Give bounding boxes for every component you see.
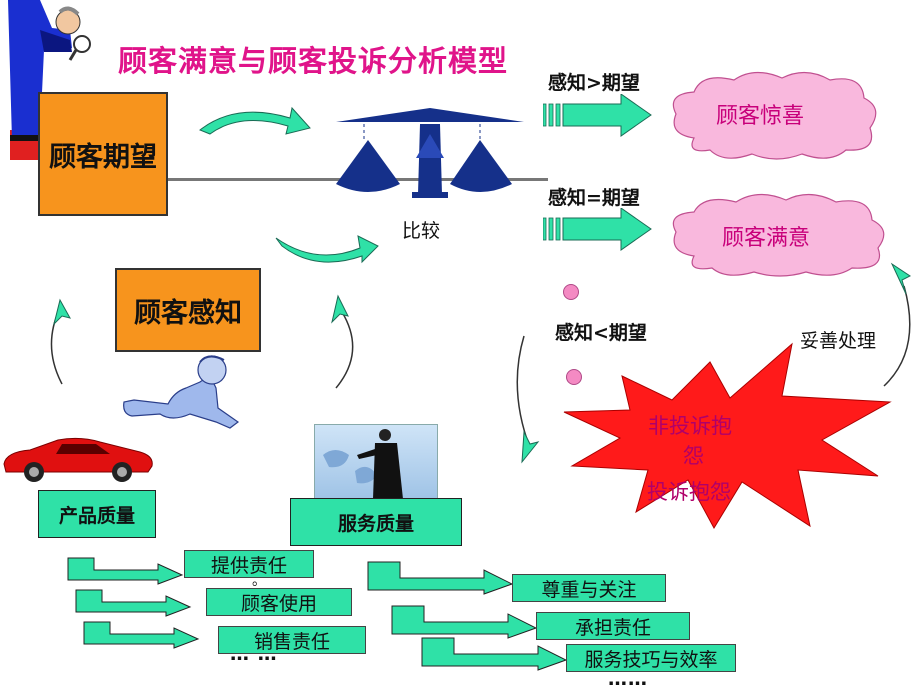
elbow-arrow-icon: [67, 557, 184, 585]
curved-arrow-icon: [199, 106, 311, 135]
striped-arrow-icon: [543, 208, 652, 251]
condition-equal-label: 感知=期望: [548, 187, 640, 209]
elbow-arrow-icon: [367, 561, 514, 595]
burst-text-line3: 投诉抱怨: [647, 480, 731, 504]
customer-delight-text: 顾客惊喜: [716, 104, 805, 129]
customer-perception-box: 顾客感知: [115, 268, 261, 352]
cloud-satisfied-icon: [672, 193, 885, 277]
elbow-arrow-icon: [421, 637, 568, 671]
bullet-dot: [566, 369, 582, 385]
curved-arrow-icon: [275, 235, 379, 264]
condition-greater-label: 感知>期望: [548, 72, 640, 94]
burst-text-line1: 非投诉抱: [648, 414, 732, 438]
curved-arrow-icon: [331, 294, 354, 389]
customer-expectation-box: 顾客期望: [38, 92, 168, 216]
compare-label: 比较: [402, 220, 441, 242]
elbow-arrow-icon: [75, 589, 192, 617]
product-item-dot: 。: [252, 573, 266, 589]
diagram-title: 顾客满意与顾客投诉分析模型: [118, 44, 509, 78]
service-ellipsis: ……: [608, 668, 648, 690]
product-item-usage: 顾客使用: [206, 588, 352, 616]
elbow-arrow-icon: [391, 605, 538, 639]
bullet-dot: [563, 284, 579, 300]
curved-arrow-icon: [516, 335, 540, 464]
service-quality-box: 服务质量: [290, 498, 462, 546]
person-magnifier-icon: [8, 0, 91, 160]
customer-satisfied-text: 顾客满意: [722, 226, 811, 251]
cloud-delight-icon: [672, 71, 877, 160]
product-item-sales: 销售责任: [218, 626, 366, 654]
complaint-burst-icon: [563, 342, 892, 530]
product-item-responsibility: 提供责任: [184, 550, 314, 578]
striped-arrow-icon: [543, 94, 652, 137]
service-item-respect: 尊重与关注: [512, 574, 666, 602]
red-car-icon: [3, 437, 153, 482]
curved-arrow-icon: [50, 298, 71, 385]
service-item-responsibility: 承担责任: [536, 612, 690, 640]
child-icon: [123, 355, 240, 429]
product-ellipsis: … …: [230, 643, 278, 665]
product-quality-box: 产品质量: [38, 490, 156, 538]
proper-handling-label: 妥善处理: [800, 330, 877, 352]
burst-text-line2: 怨: [683, 444, 704, 468]
elbow-arrow-icon: [83, 621, 200, 649]
service-item-skills: 服务技巧与效率: [566, 644, 736, 672]
businessman-icon: [323, 429, 403, 499]
curved-arrow-icon: [883, 262, 911, 387]
scale-icon: [336, 108, 524, 198]
businessman-image: [314, 424, 438, 500]
condition-less-label: 感知<期望: [555, 322, 647, 344]
